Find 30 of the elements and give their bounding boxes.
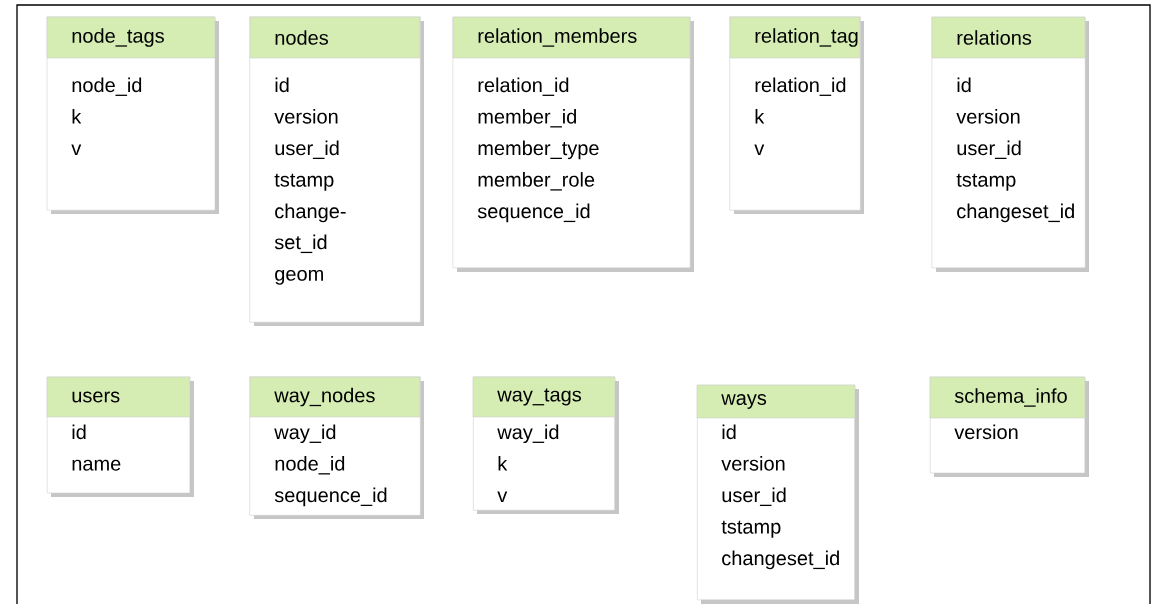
field-name: member_role bbox=[478, 172, 595, 191]
table-header: relations bbox=[931, 16, 1086, 59]
field-name: user_id bbox=[957, 140, 1021, 159]
table-header: way_nodes bbox=[249, 376, 421, 418]
field-name: tstamp bbox=[274, 173, 334, 191]
field-name: user_id bbox=[275, 140, 339, 159]
field-name: node_id bbox=[72, 77, 142, 96]
field-name: sequence_id bbox=[274, 487, 387, 507]
table-header: relation_tag bbox=[729, 16, 861, 59]
field-name: way_id bbox=[274, 424, 336, 444]
field-name: v bbox=[754, 144, 765, 156]
field-name: id bbox=[275, 77, 289, 93]
table-header: nodes bbox=[249, 16, 421, 59]
field-name: k bbox=[755, 109, 765, 124]
field-name: id bbox=[957, 77, 971, 93]
field-name: changeset_id bbox=[957, 203, 1074, 223]
field-name: sequence_id bbox=[477, 203, 590, 223]
table-header: node_tags bbox=[46, 16, 216, 59]
field-name: member_id bbox=[478, 109, 576, 128]
table-header: relation_members bbox=[452, 16, 691, 59]
field-name: geom bbox=[275, 269, 323, 285]
field-name: version bbox=[956, 109, 1020, 124]
field-name: v bbox=[71, 144, 82, 156]
field-name: version bbox=[274, 109, 338, 124]
field-name: tstamp bbox=[956, 173, 1016, 191]
field-name: k bbox=[72, 109, 82, 124]
field-name: relation_id bbox=[478, 77, 569, 96]
field-name: member_type bbox=[478, 140, 599, 160]
field-name: node_id bbox=[275, 456, 345, 475]
field-name: relation_id bbox=[755, 77, 846, 96]
